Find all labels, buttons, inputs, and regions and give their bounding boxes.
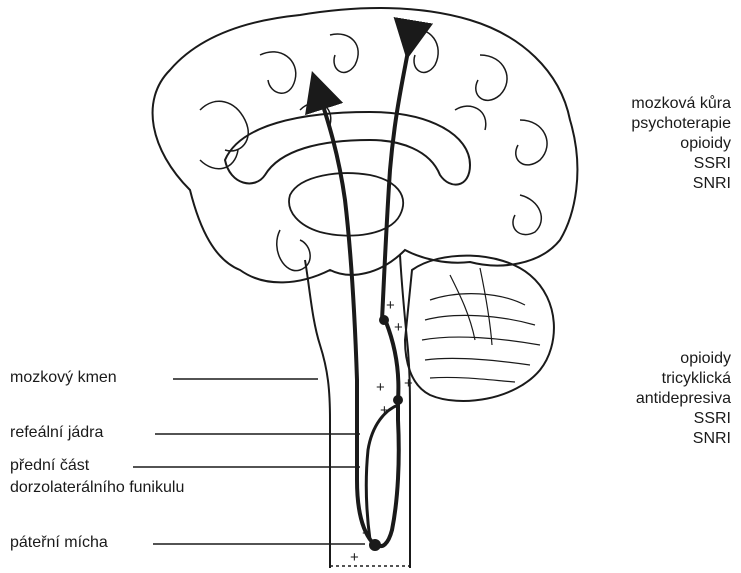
ascending-pathway	[318, 90, 372, 542]
descending-pathway-lower	[378, 322, 399, 546]
synapse-spinal	[369, 539, 381, 551]
brainstem-list-item: tricyklická	[636, 369, 731, 389]
brainstem-list-item: opioidy	[636, 349, 731, 369]
label-dlf-line2: dorzolaterálního funikulu	[10, 478, 184, 498]
cerebellum-folia	[422, 268, 540, 382]
sign-plus-2: +	[394, 319, 403, 336]
brainstem-treatment-list: opioidy tricyklická antidepresiva SSRI S…	[636, 349, 731, 449]
brainstem-list-item: antidepresiva	[636, 389, 731, 409]
brainstem-list-item: SNRI	[636, 429, 731, 449]
cortex-list-item: SNRI	[631, 174, 731, 194]
sign-plus-6: +	[350, 549, 359, 566]
cortex-list-item: mozková kůra	[631, 94, 731, 114]
label-brainstem: mozkový kmen	[10, 368, 117, 388]
sign-plus-1: +	[386, 297, 395, 314]
sign-minus: −	[362, 525, 371, 542]
label-raphe-nuclei: refeální jádra	[10, 423, 103, 443]
synapse-brainstem	[379, 315, 389, 325]
cortex-list-item: SSRI	[631, 154, 731, 174]
synapse-raphe	[393, 395, 403, 405]
label-spinal-cord: páteřní mícha	[10, 533, 108, 553]
brainstem-cord-left-edge	[305, 260, 330, 568]
sign-plus-5: +	[380, 402, 389, 419]
cortex-list-item: psychoterapie	[631, 114, 731, 134]
brainstem-list-item: SSRI	[636, 409, 731, 429]
cortex-treatment-list: mozková kůra psychoterapie opioidy SSRI …	[631, 94, 731, 194]
cerebrum-outline	[153, 8, 578, 282]
sign-plus-3: +	[376, 379, 385, 396]
sign-plus-4: +	[404, 375, 413, 392]
cortex-list-item: opioidy	[631, 134, 731, 154]
label-dlf-line1: přední část	[10, 456, 89, 476]
